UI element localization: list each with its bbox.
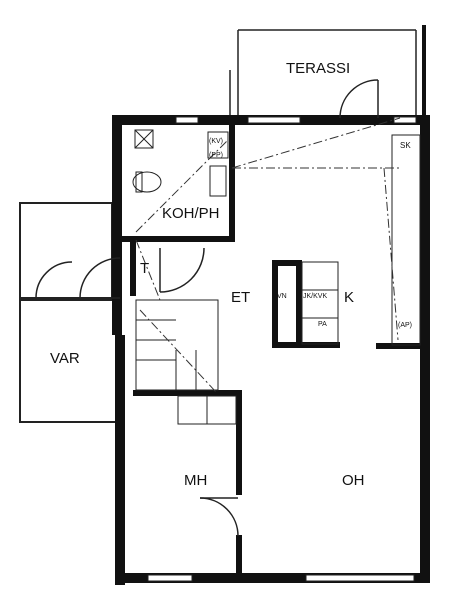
bathroom-fixtures [132, 129, 229, 197]
wardrobe-vn-label: VN [277, 293, 287, 300]
washing-machine-label: (KV) [209, 138, 223, 145]
fridge-freezer-label: SK [400, 141, 411, 150]
room-label-kitchen: K [344, 289, 354, 306]
doors [35, 79, 379, 537]
room-label-living: OH [342, 472, 365, 489]
room-label-terrace: TERASSI [286, 60, 350, 77]
room-label-bedroom: MH [184, 472, 207, 489]
terrace [229, 29, 417, 118]
storage-walls [19, 202, 117, 423]
stove-label: PA [318, 321, 327, 328]
wardrobe [177, 395, 237, 425]
kitchen-counters [301, 134, 421, 346]
room-label-storage: VAR [50, 350, 80, 367]
interior-walls [122, 125, 420, 575]
dishwasher-label: (AP) [398, 322, 412, 329]
room-label-utility-bath: KOH/PH [162, 205, 220, 222]
room-label-wc: T [140, 260, 149, 277]
dryer-label: (PP) [209, 152, 223, 159]
room-label-hall: ET [231, 289, 250, 306]
dashdot-lines [135, 117, 401, 393]
windows [147, 116, 417, 582]
fridge-cabinet-label: JK/KVK [303, 293, 327, 300]
stair [135, 299, 219, 391]
